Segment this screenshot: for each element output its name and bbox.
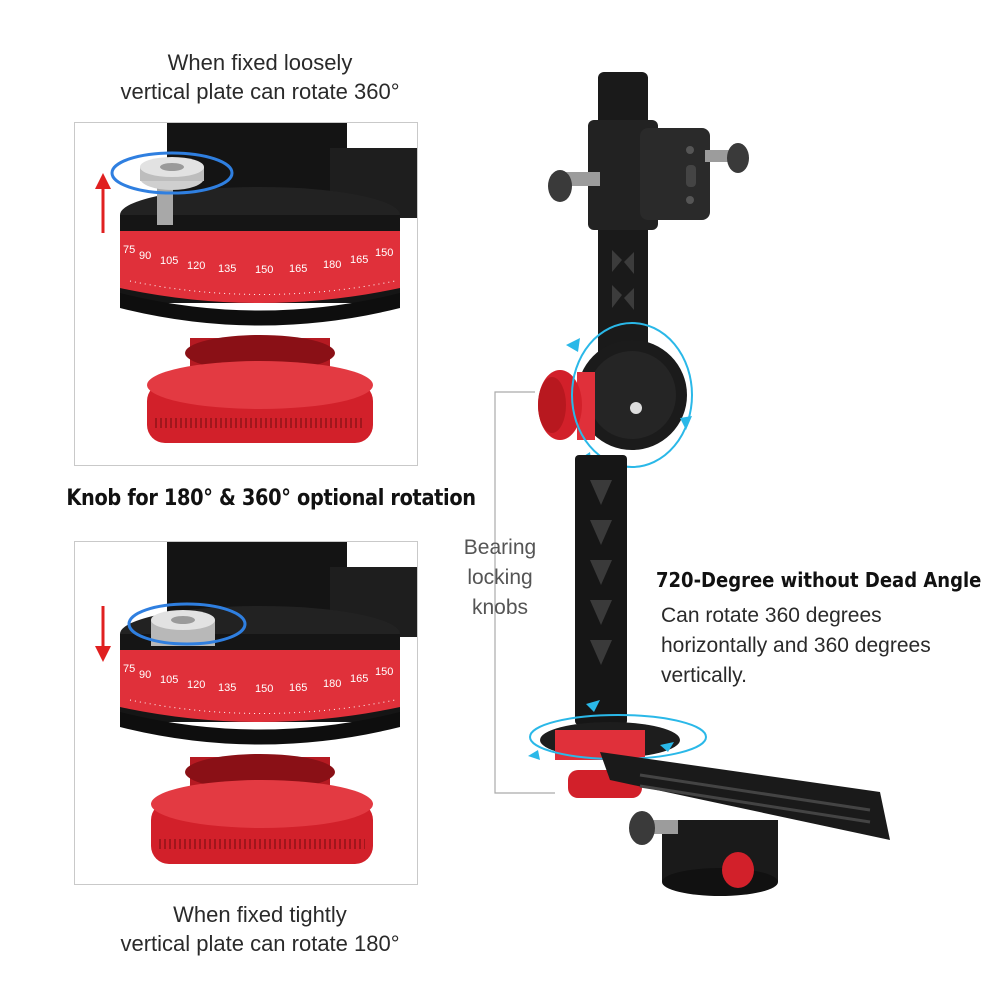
red-scale-band — [120, 231, 400, 303]
lower-arm-cutouts — [590, 480, 612, 665]
rotate-arrow-icon — [680, 416, 692, 430]
detail-photo-tight: 75 90 105 120 135 150 165 180 165 150 — [74, 541, 418, 885]
bottom-caption-line-1: When fixed tightly — [173, 902, 347, 927]
scale-tick-label: 90 — [139, 669, 151, 681]
bearing-label-line-1: Bearing — [463, 536, 537, 559]
blue-highlight-ring — [110, 151, 234, 195]
rotate-arrow-icon — [566, 338, 580, 352]
pan-lock-knob — [722, 852, 754, 888]
bearing-label-line-3: knobs — [471, 596, 529, 619]
red-scale-band — [120, 650, 400, 722]
scale-tick-label: 135 — [218, 263, 236, 275]
rotate-arrow-icon — [586, 700, 600, 712]
top-caption: When fixed loosely vertical plate can ro… — [55, 48, 465, 106]
feature-line-3: vertically. — [661, 664, 747, 687]
scale-tick-label: 135 — [218, 682, 236, 694]
rail-clamp-knob — [629, 811, 655, 845]
knob-rotation-heading: Knob for 180° & 360° optional rotation — [66, 486, 476, 511]
lower-vertical-arm — [575, 455, 627, 725]
blue-highlight-ring — [127, 602, 247, 646]
scale-tick-label: 105 — [160, 674, 178, 686]
scale-tick-label: 165 — [289, 263, 307, 275]
bottom-caption-line-2: vertical plate can rotate 180° — [120, 931, 400, 956]
scale-tick-label: 180 — [323, 678, 341, 690]
clamp-knob-right — [727, 143, 749, 173]
feature-description: Can rotate 360 degrees horizontally and … — [661, 601, 991, 691]
horizontal-rail — [600, 752, 890, 840]
scale-tick-label: 150 — [255, 264, 273, 276]
bearing-locking-knobs-label: Bearing locking knobs — [450, 533, 550, 623]
scale-tick-label: 120 — [187, 260, 205, 272]
tight-knob-illustration: 75 90 105 120 135 150 165 180 165 150 — [95, 542, 417, 864]
bottom-caption: When fixed tightly vertical plate can ro… — [55, 900, 465, 958]
clamp-knob-left — [548, 170, 572, 202]
rotate-arrow-icon — [660, 742, 674, 752]
red-scale-ring-mid — [577, 372, 595, 440]
quick-release-plate — [640, 128, 710, 220]
callout-bracket — [494, 391, 555, 794]
rotator-center-bolt — [630, 402, 642, 414]
scale-tick-label: 165 — [350, 254, 368, 266]
scale-tick-label: 90 — [139, 250, 151, 262]
feature-line-1: Can rotate 360 degrees — [661, 604, 882, 627]
scale-tick-label: 150 — [375, 666, 393, 678]
scale-tick-label: 150 — [255, 683, 273, 695]
scale-tick-label: 165 — [350, 673, 368, 685]
feature-heading: 720-Degree without Dead Angle — [656, 568, 982, 592]
scale-tick-label: 75 — [123, 244, 135, 256]
scale-tick-label: 120 — [187, 679, 205, 691]
scale-tick-label: 150 — [375, 247, 393, 259]
top-caption-line-1: When fixed loosely — [167, 50, 353, 75]
arm-cutouts — [612, 250, 634, 310]
detail-photo-loose: 75 90 105 120 135 150 165 180 165 150 — [74, 122, 418, 466]
scale-tick-label: 105 — [160, 255, 178, 267]
feature-line-2: horizontally and 360 degrees — [661, 634, 931, 657]
loose-knob-illustration: 75 90 105 120 135 150 165 180 165 150 — [95, 123, 417, 443]
scale-tick-label: 180 — [323, 259, 341, 271]
bearing-label-line-2: locking — [467, 566, 533, 589]
vertical-rotation-ring — [571, 322, 693, 468]
top-caption-line-2: vertical plate can rotate 360° — [120, 79, 400, 104]
rotate-arrow-icon — [528, 750, 540, 760]
base-lower-ring — [120, 293, 400, 326]
scale-tick-label: 165 — [289, 682, 307, 694]
scale-tick-label: 75 — [123, 663, 135, 675]
